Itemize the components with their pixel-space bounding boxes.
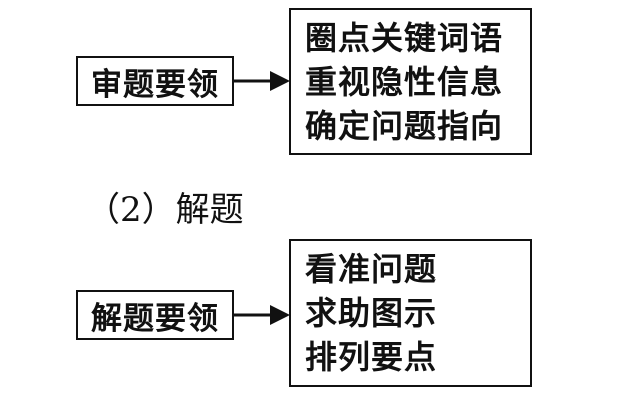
review-point: 圈点关键词语 [305, 18, 504, 57]
solve-steps-box: 看准问题 求助图示 排列要点 [289, 239, 532, 387]
review-label-box: 审题要领 [76, 56, 234, 106]
solve-step: 求助图示 [305, 294, 438, 332]
section-heading-solve: （2）解题 [86, 190, 244, 230]
solve-step: 排列要点 [305, 338, 438, 376]
solve-step: 看准问题 [305, 250, 438, 288]
review-points-box: 圈点关键词语 重视隐性信息 确定问题指向 [289, 8, 532, 155]
review-label: 审题要领 [91, 66, 219, 103]
review-point: 确定问题指向 [305, 106, 504, 145]
review-point: 重视隐性信息 [305, 62, 504, 101]
arrow-right-icon [234, 305, 290, 325]
arrow-right-icon [234, 71, 290, 91]
solve-label-box: 解题要领 [76, 290, 234, 340]
solve-label: 解题要领 [91, 300, 219, 337]
